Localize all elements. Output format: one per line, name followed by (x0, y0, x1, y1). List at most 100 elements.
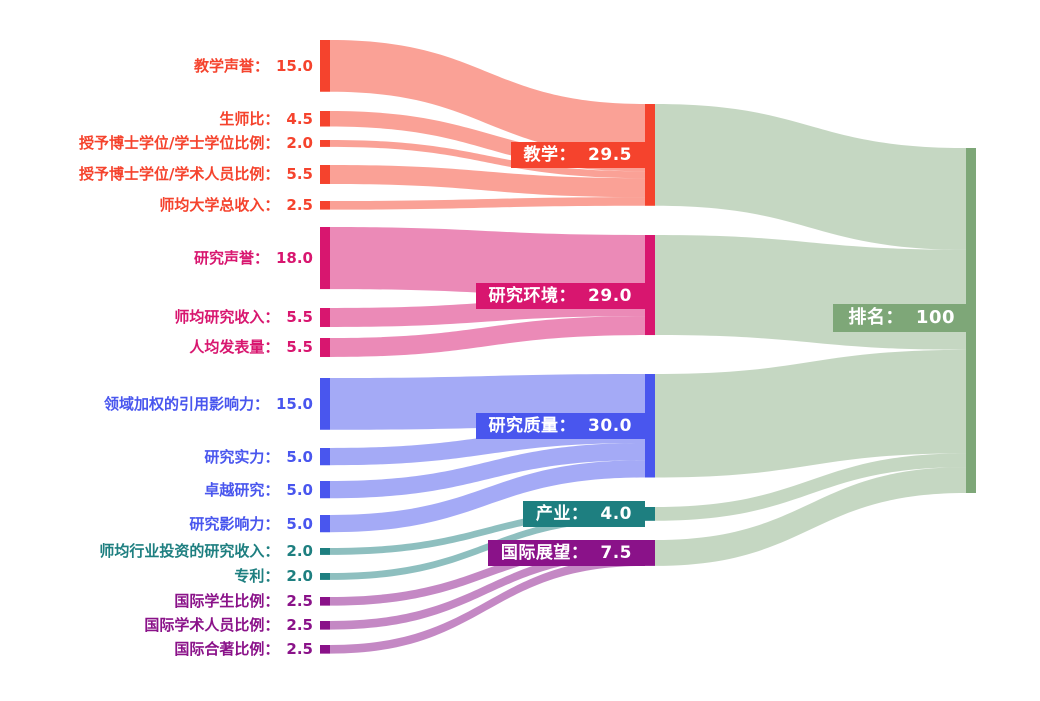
category-node-industry[interactable] (645, 507, 655, 521)
source-label-value: 2.5 (286, 592, 313, 610)
target-label-value: 100 (915, 307, 955, 328)
source-label-value: 5.0 (286, 515, 313, 533)
source-label-text: 师均大学总收入： (159, 196, 280, 214)
source-label-8: 领域加权的引用影响力：15.0 (104, 393, 313, 415)
source-label-text: 授予博士学位/学士学位比例： (78, 134, 280, 152)
sankey-link-source-13[interactable] (330, 513, 645, 580)
sankey-link-source-15[interactable] (330, 548, 645, 630)
category-label-text: 研究环境： (488, 286, 577, 306)
source-node-0[interactable] (320, 40, 330, 92)
source-label-4: 师均大学总收入： 2.5 (159, 194, 313, 216)
sankey-link-source-5[interactable] (330, 227, 645, 298)
source-node-14[interactable] (320, 597, 330, 606)
source-label-text: 专利： (234, 567, 280, 585)
category-label-value: 4.0 (600, 504, 632, 524)
source-label-6: 师均研究收入： 5.5 (174, 306, 313, 328)
sankey-link-industry-to-rank[interactable] (655, 453, 966, 521)
category-node-research_env[interactable] (645, 235, 655, 336)
sankey-link-source-3[interactable] (330, 165, 645, 198)
source-label-13: 专利：2.0 (234, 565, 313, 587)
source-node-2[interactable] (320, 140, 330, 147)
source-node-15[interactable] (320, 621, 330, 630)
source-node-1[interactable] (320, 111, 330, 127)
source-label-value: 15.0 (275, 57, 313, 75)
source-label-text: 授予博士学位/学术人员比例： (78, 165, 280, 183)
sankey-link-source-2[interactable] (330, 140, 645, 179)
category-label-value: 30.0 (588, 416, 632, 436)
sankey-link-source-12[interactable] (330, 507, 645, 555)
source-label-text: 国际合著比例： (174, 640, 280, 658)
source-label-value: 5.0 (286, 481, 313, 499)
target-node-rank[interactable] (966, 148, 976, 493)
source-label-text: 研究声誉： (193, 249, 269, 267)
source-node-13[interactable] (320, 573, 330, 580)
source-label-text: 教学声誉： (193, 57, 269, 75)
source-label-11: 研究影响力： 5.0 (189, 513, 313, 535)
category-label-text: 产业： (535, 504, 589, 524)
source-label-value: 2.5 (286, 640, 313, 658)
source-label-5: 研究声誉： 18.0 (194, 247, 313, 269)
source-label-text: 领域加权的引用影响力： (103, 395, 269, 413)
source-label-value: 5.5 (286, 308, 313, 326)
source-label-value: 2.5 (286, 616, 313, 634)
source-label-value: 18.0 (275, 249, 313, 267)
source-label-0: 教学声誉： 15.0 (194, 55, 313, 77)
category-node-international[interactable] (645, 540, 655, 566)
category-label-value: 29.5 (588, 145, 632, 165)
source-node-16[interactable] (320, 645, 330, 654)
source-node-4[interactable] (320, 201, 330, 210)
sankey-link-source-16[interactable] (330, 557, 645, 654)
sankey-nodes (320, 40, 976, 654)
source-label-text: 师均研究收入： (174, 308, 280, 326)
source-node-10[interactable] (320, 481, 330, 499)
category-label-text: 研究质量： (488, 416, 577, 436)
source-label-text: 生师比： (219, 110, 280, 128)
category-label-text: 教学： (523, 145, 577, 165)
source-node-9[interactable] (320, 448, 330, 466)
category-label-value: 7.5 (600, 543, 632, 563)
target-label-text: 排名： (848, 307, 904, 328)
source-node-12[interactable] (320, 548, 330, 555)
source-label-value: 2.0 (286, 542, 313, 560)
target-label-rank: 排名： 100 (833, 304, 970, 332)
source-label-15: 国际学术人员比例： 2.5 (144, 614, 313, 636)
source-node-7[interactable] (320, 338, 330, 357)
category-label-research_env: 研究环境： 29.0 (475, 283, 645, 309)
sankey-link-source-7[interactable] (330, 316, 645, 357)
source-node-3[interactable] (320, 165, 330, 184)
source-label-text: 卓越研究： (204, 481, 280, 499)
source-node-11[interactable] (320, 515, 330, 533)
source-label-16: 国际合著比例： 2.5 (174, 638, 313, 660)
source-label-value: 5.5 (286, 165, 313, 183)
category-label-text: 国际展望： (500, 543, 589, 563)
sankey-link-source-10[interactable] (330, 443, 645, 499)
category-label-international: 国际展望： 7.5 (487, 540, 645, 566)
source-label-value: 2.5 (286, 196, 313, 214)
source-label-10: 卓越研究： 5.0 (204, 479, 313, 501)
sankey-link-international-to-rank[interactable] (655, 467, 966, 566)
source-label-1: 生师比： 4.5 (219, 108, 313, 130)
source-node-5[interactable] (320, 227, 330, 290)
sankey-link-source-4[interactable] (330, 197, 645, 210)
source-node-6[interactable] (320, 308, 330, 327)
source-label-text: 国际学术人员比例： (144, 616, 280, 634)
source-label-value: 2.0 (286, 134, 313, 152)
source-node-8[interactable] (320, 378, 330, 430)
sankey-link-source-11[interactable] (330, 460, 645, 533)
category-label-research_quality: 研究质量： 30.0 (475, 413, 645, 439)
sankey-link-teaching-to-rank[interactable] (655, 104, 966, 250)
category-node-research_quality[interactable] (645, 374, 655, 478)
source-label-7: 人均发表量：5.5 (189, 336, 313, 358)
sankey-link-research_quality-to-rank[interactable] (655, 349, 966, 478)
category-label-value: 29.0 (588, 286, 632, 306)
source-label-text: 研究影响力： (189, 515, 280, 533)
category-node-teaching[interactable] (645, 104, 655, 206)
source-label-text: 师均行业投资的研究收入： (99, 542, 280, 560)
source-label-value: 4.5 (286, 110, 313, 128)
category-label-teaching: 教学： 29.5 (510, 142, 645, 168)
sankey-link-source-0[interactable] (330, 40, 645, 156)
source-label-3: 授予博士学位/学术人员比例： 5.5 (79, 163, 313, 185)
sankey-link-source-14[interactable] (330, 540, 645, 606)
